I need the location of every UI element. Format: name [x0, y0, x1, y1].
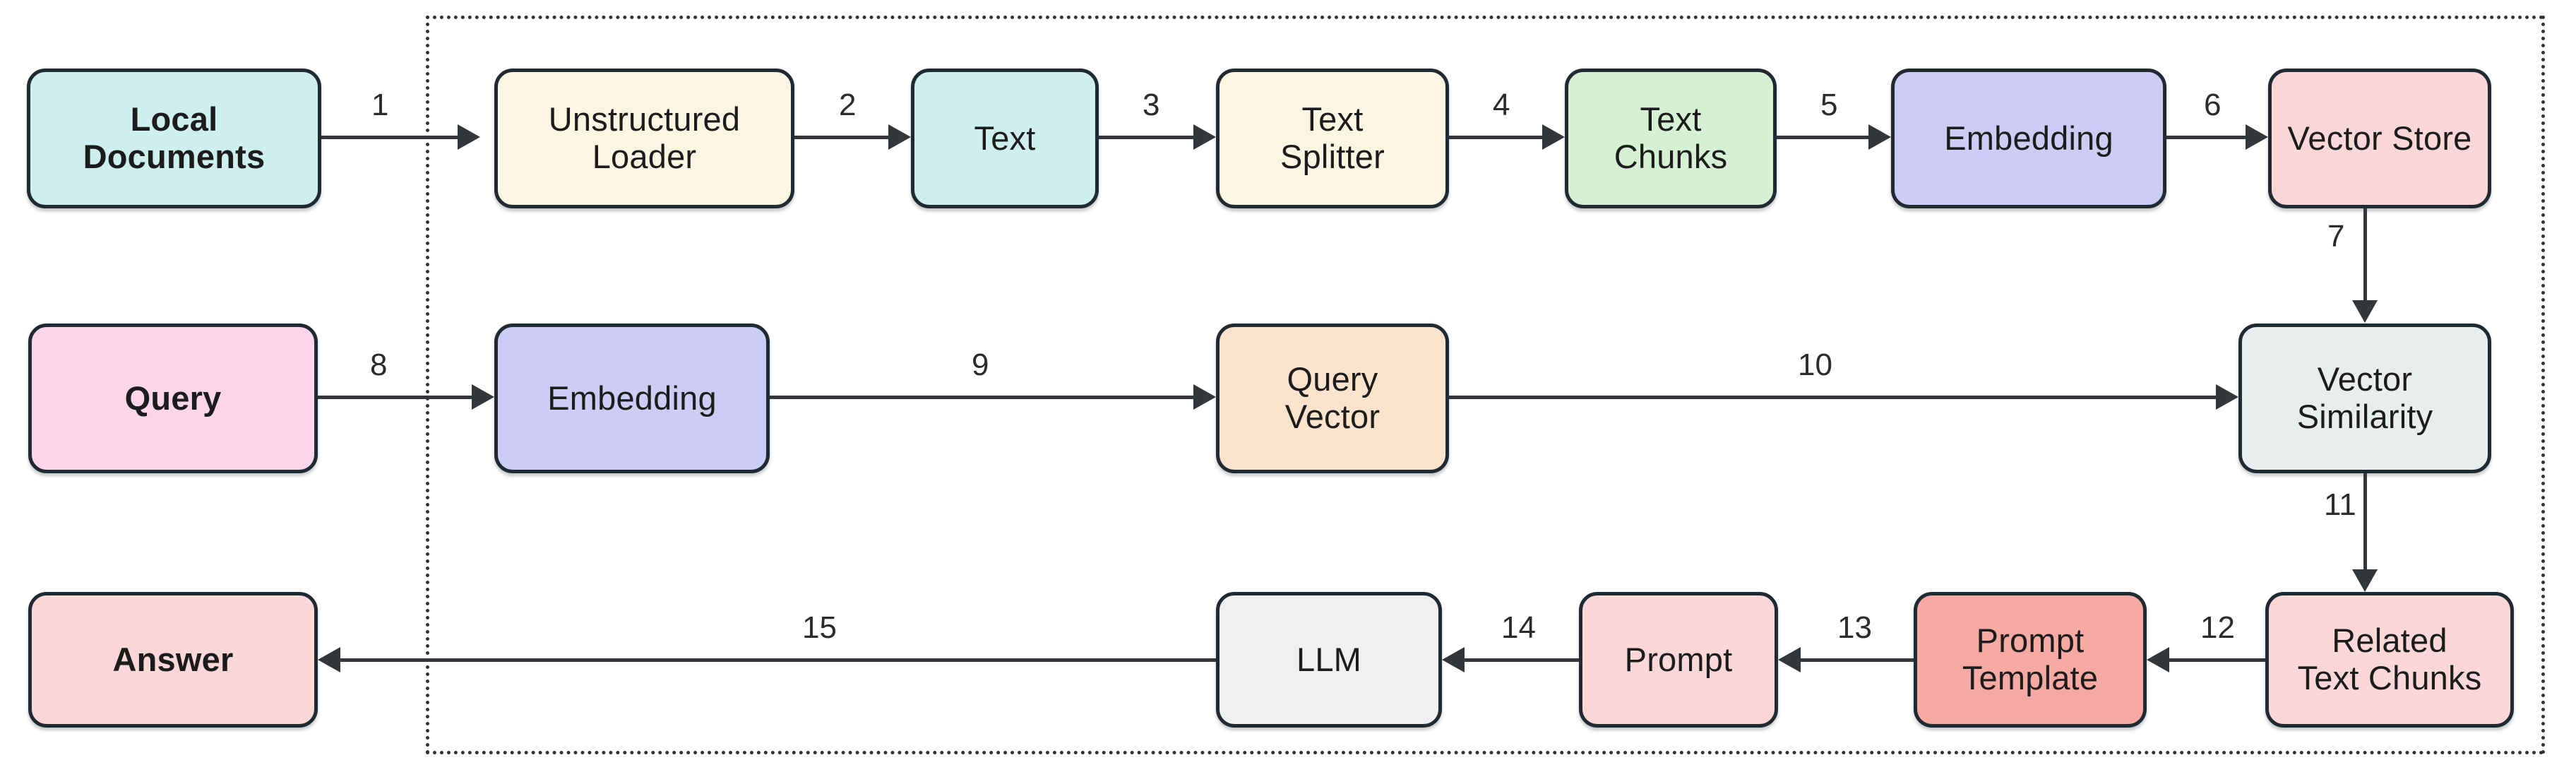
edge-arrowhead-e1: [458, 124, 480, 150]
node-label: Related Text Chunks: [2297, 622, 2482, 696]
node-answer[interactable]: Answer: [28, 592, 318, 728]
node-vector-store[interactable]: Vector Store: [2268, 69, 2491, 208]
node-prompt-template[interactable]: Prompt Template: [1914, 592, 2147, 728]
edge-label-e1: 1: [367, 88, 393, 123]
edge-label-e5: 5: [1816, 88, 1842, 123]
edge-arrowhead-e5: [1868, 124, 1891, 150]
node-related-text-chunks[interactable]: Related Text Chunks: [2265, 592, 2514, 728]
edge-line-e12: [2169, 658, 2265, 662]
edge-line-e1: [321, 136, 458, 139]
node-label: Vector Store: [2287, 119, 2472, 157]
node-label: Answer: [112, 640, 234, 678]
edge-label-e8: 8: [366, 348, 392, 383]
edge-arrowhead-e12: [2147, 647, 2169, 672]
edge-arrowhead-e13: [1778, 647, 1801, 672]
node-text[interactable]: Text: [911, 69, 1099, 208]
subgraph-boundary: [426, 16, 2545, 754]
edge-arrowhead-e3: [1193, 124, 1216, 150]
node-label: Query: [124, 379, 222, 417]
edge-line-e9: [770, 396, 1193, 399]
node-label: Text: [974, 119, 1036, 157]
node-label: Local Documents: [83, 100, 266, 175]
node-text-splitter[interactable]: Text Splitter: [1216, 69, 1449, 208]
node-query[interactable]: Query: [28, 324, 318, 473]
edge-arrowhead-e11: [2352, 569, 2378, 592]
node-label: Text Chunks: [1614, 100, 1728, 175]
node-label: Prompt Template: [1962, 622, 2099, 696]
edge-arrowhead-e4: [1542, 124, 1565, 150]
edge-arrowhead-e15: [318, 647, 340, 672]
edge-arrowhead-e10: [2216, 384, 2238, 410]
node-embedding-doc[interactable]: Embedding: [1891, 69, 2166, 208]
node-label: Prompt: [1624, 640, 1733, 678]
node-embedding-query[interactable]: Embedding: [494, 324, 770, 473]
edge-line-e4: [1449, 136, 1542, 139]
node-llm[interactable]: LLM: [1216, 592, 1442, 728]
node-unstructured-loader[interactable]: Unstructured Loader: [494, 69, 794, 208]
node-text-chunks[interactable]: Text Chunks: [1565, 69, 1777, 208]
edge-label-e3: 3: [1138, 88, 1164, 123]
node-vector-similarity[interactable]: Vector Similarity: [2238, 324, 2491, 473]
edge-line-e5: [1777, 136, 1868, 139]
node-query-vector[interactable]: Query Vector: [1216, 324, 1449, 473]
edge-line-e10: [1449, 396, 2216, 399]
edge-label-e2: 2: [835, 88, 861, 123]
edge-line-e7: [2363, 208, 2367, 300]
edge-arrowhead-e8: [472, 384, 494, 410]
edge-line-e13: [1801, 658, 1914, 662]
edge-label-e7: 7: [2323, 219, 2349, 254]
edge-arrowhead-e6: [2246, 124, 2268, 150]
node-label: Embedding: [1944, 119, 2113, 157]
edge-line-e6: [2166, 136, 2246, 139]
edge-arrowhead-e9: [1193, 384, 1216, 410]
edge-arrowhead-e7: [2352, 300, 2378, 323]
node-label: Vector Similarity: [2296, 360, 2433, 435]
edge-line-e11: [2363, 473, 2367, 569]
node-local-documents[interactable]: Local Documents: [27, 69, 321, 208]
edge-label-e11: 11: [2320, 487, 2361, 523]
edge-line-e14: [1465, 658, 1579, 662]
node-label: Text Splitter: [1280, 100, 1385, 175]
edge-label-e13: 13: [1833, 610, 1876, 646]
edge-label-e10: 10: [1794, 348, 1837, 383]
edge-label-e14: 14: [1497, 610, 1540, 646]
edge-line-e15: [340, 658, 1216, 662]
edge-label-e15: 15: [798, 610, 841, 646]
edge-label-e4: 4: [1489, 88, 1515, 123]
node-prompt[interactable]: Prompt: [1579, 592, 1778, 728]
node-label: Unstructured Loader: [548, 100, 741, 175]
edge-line-e8: [318, 396, 472, 399]
edge-label-e9: 9: [967, 348, 994, 383]
edge-label-e6: 6: [2200, 88, 2226, 123]
node-label: Query Vector: [1284, 360, 1381, 435]
node-label: LLM: [1296, 640, 1362, 678]
edge-label-e12: 12: [2196, 610, 2239, 646]
edge-arrowhead-e2: [888, 124, 911, 150]
node-label: Embedding: [547, 379, 717, 417]
edge-line-e2: [794, 136, 888, 139]
edge-line-e3: [1099, 136, 1193, 139]
edge-arrowhead-e14: [1442, 647, 1465, 672]
